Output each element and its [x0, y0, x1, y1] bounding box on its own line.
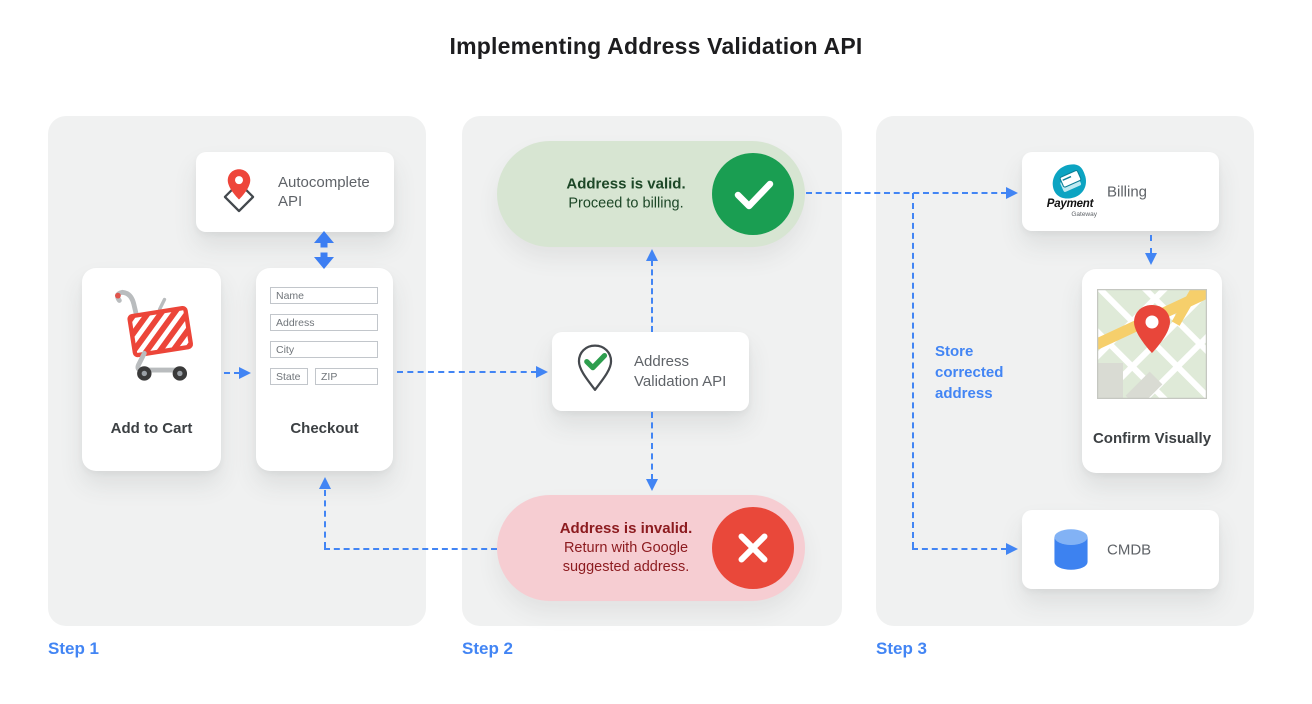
confirm-visually-label: Confirm Visually: [1092, 429, 1212, 447]
step1-label: Step 1: [48, 639, 100, 658]
map-pin-diamond-icon: [213, 164, 265, 221]
database-icon: [1048, 527, 1094, 578]
name-field: Name: [270, 287, 378, 304]
address-invalid-pill: Address is invalid. Return with Google s…: [497, 495, 805, 601]
add-to-cart-label: Add to Cart: [110, 419, 193, 437]
autocomplete-api-label: Autocomplete API: [278, 173, 370, 211]
arrow-cart-to-checkout-head: [239, 367, 251, 379]
billing-label: Billing: [1107, 183, 1148, 200]
check-circle-icon: [712, 153, 794, 235]
arrow-validation-to-valid-line: [651, 260, 653, 332]
arrow-validation-to-invalid-line: [651, 412, 653, 480]
payment-gateway-logo-subtitle: Gateway: [1071, 211, 1097, 218]
map-pin-check-icon: [569, 341, 621, 402]
state-field: State: [270, 368, 308, 385]
arrow-cart-to-checkout-line: [224, 372, 240, 374]
arrow-checkout-to-validation-line: [397, 371, 537, 373]
cmdb-node: CMDB: [1022, 510, 1219, 589]
checkout-label: Checkout: [290, 419, 359, 437]
x-circle-icon: [712, 507, 794, 589]
step2-label: Step 2: [462, 639, 514, 658]
checkout-node: Name Address City State ZIP Checkout: [256, 268, 393, 471]
city-field: City: [270, 341, 378, 358]
arrow-validation-to-valid-head: [646, 249, 658, 261]
address-invalid-subtitle: Return with Google suggested address.: [562, 539, 690, 575]
cmdb-label: CMDB: [1107, 541, 1152, 558]
address-valid-title: Address is valid.: [566, 175, 686, 193]
arrow-invalid-to-checkout-vline: [324, 490, 326, 548]
arrow-billing-to-confirm-head: [1145, 253, 1157, 265]
add-to-cart-node: Add to Cart: [82, 268, 221, 471]
page-title: Implementing Address Validation API: [449, 33, 863, 59]
payment-gateway-logo-title: Payment: [1046, 198, 1094, 210]
arrow-valid-to-billing-head: [1006, 187, 1018, 199]
arrow-store-address-vline: [912, 193, 914, 548]
zip-field: ZIP: [315, 368, 378, 385]
bidirectional-arrow-autocomplete-checkout: [313, 231, 335, 274]
address-validation-api-node: Address Validation API: [552, 332, 749, 411]
checkout-form: Name Address City State ZIP: [270, 287, 378, 385]
arrow-store-address-hline: [912, 548, 1007, 550]
address-validation-api-label: Address Validation API: [634, 353, 727, 390]
arrow-billing-to-confirm-line: [1150, 235, 1152, 254]
map-thumbnail-icon: [1061, 250, 1246, 438]
address-valid-pill: Address is valid. Proceed to billing.: [497, 141, 805, 247]
arrow-checkout-to-validation-head: [536, 366, 548, 378]
arrow-valid-to-billing-line: [806, 192, 1007, 194]
store-corrected-address-note: Store corrected address: [935, 343, 1004, 402]
address-valid-subtitle: Proceed to billing.: [568, 195, 684, 212]
address-invalid-title: Address is invalid.: [559, 519, 693, 537]
arrow-invalid-to-checkout-hline: [324, 548, 497, 550]
step3-label: Step 3: [876, 639, 928, 658]
shopping-cart-icon: [104, 288, 200, 389]
arrow-validation-to-invalid-head: [646, 479, 658, 491]
confirm-visually-node: Confirm Visually: [1061, 250, 1246, 473]
arrow-store-address-head: [1006, 543, 1018, 555]
billing-node: Payment Gateway Billing: [1022, 152, 1219, 231]
autocomplete-api-node: Autocomplete API: [196, 152, 394, 232]
payment-gateway-logo: Payment Gateway: [1039, 161, 1101, 221]
arrow-invalid-to-checkout-head: [319, 477, 331, 489]
payment-gateway-icon: [1050, 162, 1090, 205]
address-field: Address: [270, 314, 378, 331]
